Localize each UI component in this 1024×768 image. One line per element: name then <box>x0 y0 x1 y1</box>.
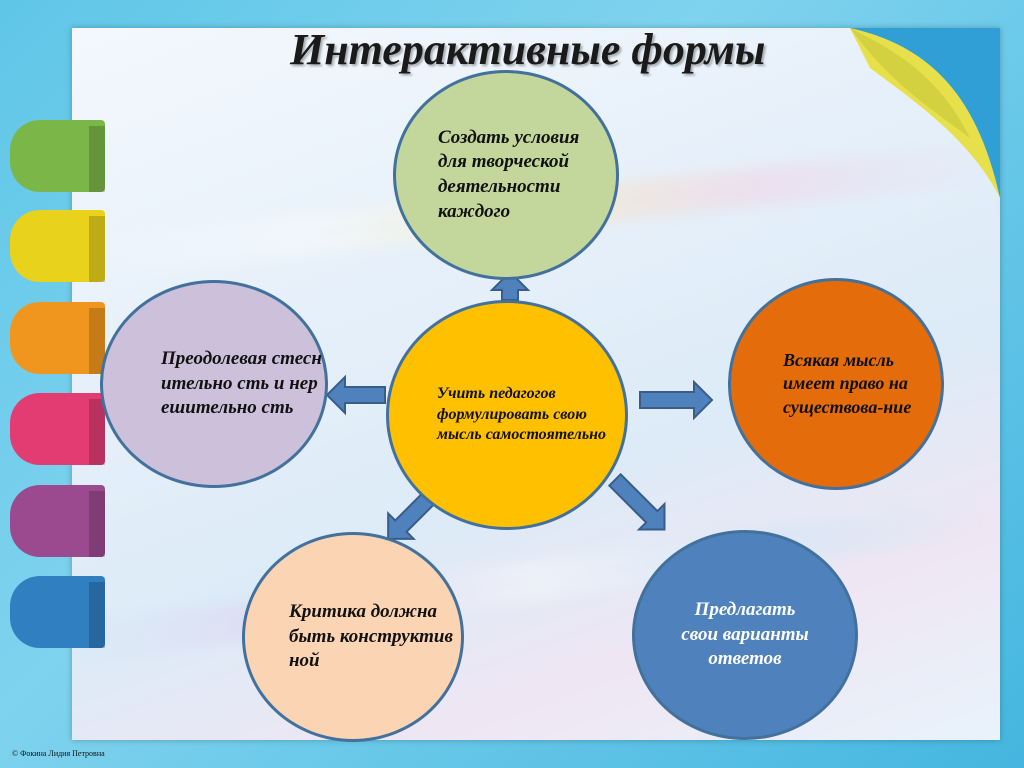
node-top-text: Создать условия для творческой деятельно… <box>438 126 580 222</box>
copyright: © Фокина Лидия Петровна <box>12 749 105 758</box>
bookmark-tab <box>10 393 105 465</box>
node-bottom-left-text: Критика должна быть конструктив ной <box>289 600 453 672</box>
node-center: Учить педагогов формулировать свою мысль… <box>386 300 628 530</box>
arrow-icon <box>489 270 531 301</box>
bookmark-tab <box>10 302 105 374</box>
bookmark-tab <box>10 576 105 648</box>
page-curl-icon <box>850 28 1000 198</box>
node-bottom-right: Предлагать свои варианты ответов <box>632 530 858 740</box>
node-top: Создать условия для творческой деятельно… <box>393 70 619 280</box>
arrow-icon <box>325 374 386 416</box>
node-right: Всякая мысль имеет право на существова-н… <box>728 278 944 490</box>
bookmark-tab <box>10 210 105 282</box>
arrow-icon <box>639 379 714 421</box>
node-right-text: Всякая мысль имеет право на существова-н… <box>783 349 912 417</box>
node-bottom-left: Критика должна быть конструктив ной <box>242 532 464 742</box>
page-title: Интерактивные формы <box>290 25 766 74</box>
node-center-text: Учить педагогов формулировать свою мысль… <box>437 384 607 444</box>
node-left: Преодолевая стеснительно сть и нерешител… <box>100 280 328 488</box>
node-left-text: Преодолевая стеснительно сть и нерешител… <box>161 347 322 419</box>
bookmark-tab <box>10 120 105 192</box>
arrow-icon <box>607 472 666 531</box>
bookmark-tab <box>10 485 105 557</box>
node-bottom-right-text: Предлагать свои варианты ответов <box>681 598 809 670</box>
